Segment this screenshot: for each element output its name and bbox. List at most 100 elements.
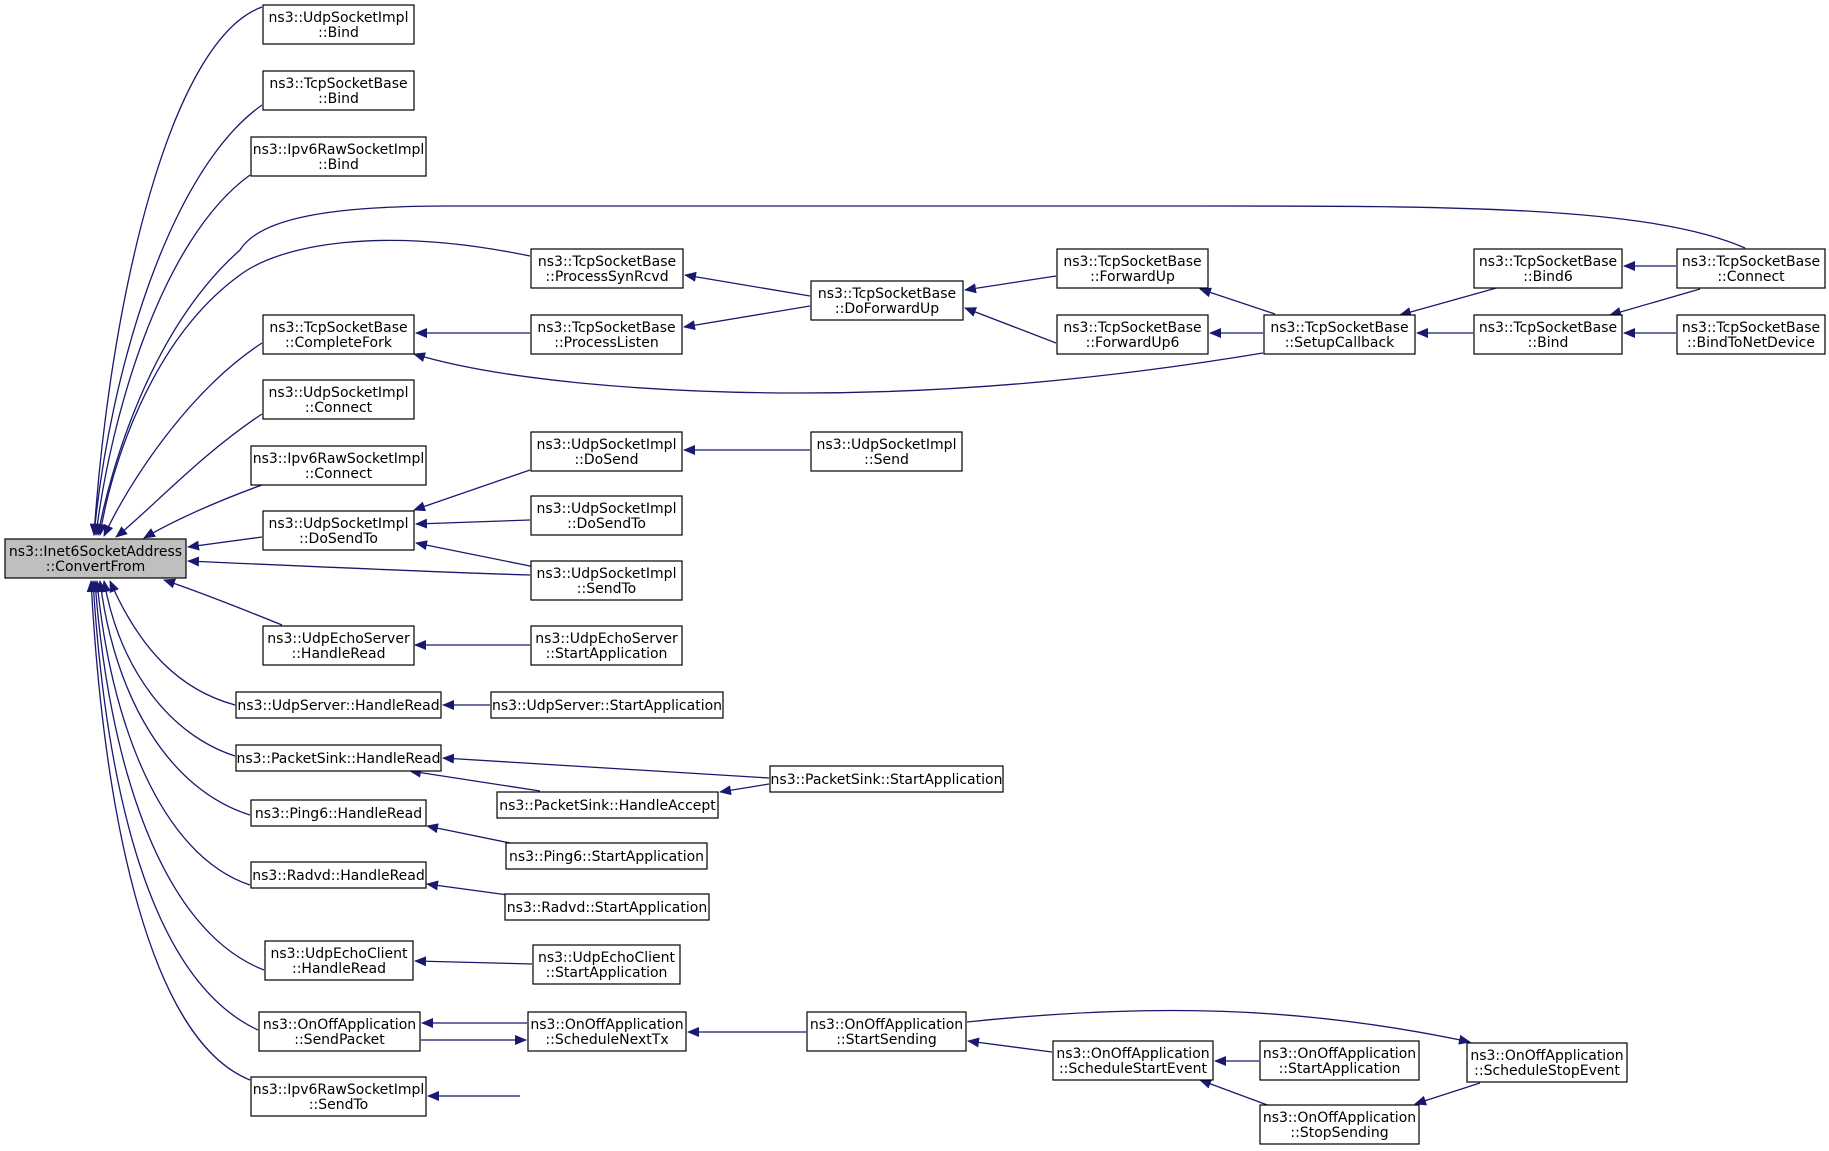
graph-node-n12[interactable]: ns3::UdpServer::HandleRead <box>235 691 442 719</box>
graph-node-n35[interactable]: ns3::Radvd::StartApplication <box>504 893 710 921</box>
graph-node-n28[interactable]: ns3::UdpSocketImpl::Send <box>810 431 963 472</box>
graph-node-n38[interactable]: ns3::OnOffApplication::StartSending <box>806 1011 967 1052</box>
graph-node-n27[interactable]: ns3::UdpSocketImpl::DoSend <box>530 431 683 472</box>
node-label-line: ns3::TcpSocketBase <box>537 320 675 336</box>
edge-n42-to-n41 <box>1414 1082 1481 1106</box>
node-box <box>530 560 683 601</box>
node-label-line: ns3::TcpSocketBase <box>1479 320 1617 336</box>
graph-node-n36[interactable]: ns3::UdpEchoClient::StartApplication <box>532 944 681 985</box>
node-label-line: ns3::UdpSocketImpl <box>537 501 677 517</box>
graph-node-n34[interactable]: ns3::Ping6::StartApplication <box>505 842 708 870</box>
edge-n22-to-n20 <box>964 307 1057 344</box>
edge-n32-to-n33 <box>719 783 770 796</box>
graph-node-n20[interactable]: ns3::TcpSocketBase::DoForwardUp <box>810 280 964 321</box>
graph-node-n11[interactable]: ns3::UdpEchoServer::HandleRead <box>262 625 415 666</box>
node-box <box>769 765 1004 793</box>
graph-node-n10[interactable]: ns3::UdpSocketImpl::SendTo <box>530 560 683 601</box>
graph-node-n30[interactable]: ns3::UdpEchoServer::StartApplication <box>530 625 683 666</box>
edge-n4-to-n0 <box>95 205 1746 536</box>
node-box <box>250 799 427 827</box>
graph-node-n9[interactable]: ns3::UdpSocketImpl::DoSendTo <box>262 510 415 551</box>
edge-n34-to-n14 <box>426 823 511 844</box>
graph-node-n26[interactable]: ns3::TcpSocketBase::BindToNetDevice <box>1676 314 1826 355</box>
node-label-line: ::StartApplication <box>1279 1061 1401 1077</box>
graph-node-n41[interactable]: ns3::OnOffApplication::StopSending <box>1259 1104 1420 1145</box>
graph-node-n5[interactable]: ns3::TcpSocketBase::ProcessSynRcvd <box>530 248 684 289</box>
node-label-line: ns3::UdpServer::HandleRead <box>237 698 439 714</box>
node-label-line: ::Bind <box>318 25 359 41</box>
node-box <box>262 314 415 355</box>
graph-node-n6[interactable]: ns3::TcpSocketBase::CompleteFork <box>262 314 415 355</box>
graph-node-n37[interactable]: ns3::OnOffApplication::ScheduleNextTx <box>527 1011 687 1052</box>
graph-node-n7[interactable]: ns3::UdpSocketImpl::Connect <box>262 379 415 420</box>
graph-node-n33[interactable]: ns3::PacketSink::HandleAccept <box>496 791 719 819</box>
graph-node-n8[interactable]: ns3::Ipv6RawSocketImpl::Connect <box>250 445 427 486</box>
node-label-line: ::Send <box>864 452 909 468</box>
edge-n17-to-n0 <box>88 580 259 1031</box>
graph-node-n4[interactable]: ns3::TcpSocketBase::Connect <box>1676 248 1826 289</box>
node-label-line: ns3::UdpServer::StartApplication <box>492 698 722 714</box>
node-box <box>1052 1040 1214 1081</box>
node-box <box>1473 314 1623 355</box>
node-box <box>527 1011 687 1052</box>
node-label-line: ::ConvertFrom <box>46 559 145 575</box>
node-label-line: ns3::UdpSocketImpl <box>537 566 677 582</box>
node-box <box>530 248 684 289</box>
edges-layer <box>86 6 1746 1107</box>
node-box <box>1263 314 1416 355</box>
edge-n23-to-n6 <box>413 352 1264 394</box>
edge-n6-to-n0 <box>103 342 263 537</box>
graph-node-n14[interactable]: ns3::Ping6::HandleRead <box>250 799 427 827</box>
graph-node-n0[interactable]: ns3::Inet6SocketAddress::ConvertFrom <box>4 538 187 579</box>
node-label-line: ns3::OnOffApplication <box>1470 1048 1623 1064</box>
node-box <box>1676 314 1826 355</box>
node-label-line: ::StartApplication <box>546 646 668 662</box>
node-label-line: ::SendTo <box>577 581 636 597</box>
graph-node-n24[interactable]: ns3::TcpSocketBase::Bind6 <box>1473 248 1623 289</box>
node-box <box>490 691 724 719</box>
graph-node-n3[interactable]: ns3::Ipv6RawSocketImpl::Bind <box>250 136 427 177</box>
node-label-line: ::Connect <box>305 400 373 416</box>
edge-n7-to-n0 <box>115 413 263 538</box>
edge-n3-to-n0 <box>92 174 251 536</box>
node-label-line: ns3::OnOffApplication <box>1263 1110 1416 1126</box>
graph-node-n17[interactable]: ns3::OnOffApplication::SendPacket <box>258 1011 421 1052</box>
graph-node-n1[interactable]: ns3::UdpSocketImpl::Bind <box>262 4 415 45</box>
node-label-line: ns3::UdpSocketImpl <box>269 10 409 26</box>
graph-node-n18[interactable]: ns3::Ipv6RawSocketImpl::SendTo <box>250 1076 427 1117</box>
node-label-line: ::DoSend <box>574 452 638 468</box>
graph-node-n2[interactable]: ns3::TcpSocketBase::Bind <box>262 70 415 111</box>
graph-node-n42[interactable]: ns3::OnOffApplication::ScheduleStopEvent <box>1466 1042 1628 1083</box>
node-label-line: ns3::Ipv6RawSocketImpl <box>253 142 425 158</box>
edge-n4-to-n25 <box>1609 288 1701 317</box>
node-box <box>496 791 719 819</box>
graph-node-n19[interactable]: ns3::TcpSocketBase::ProcessListen <box>530 314 683 355</box>
node-label-line: ::SetupCallback <box>1285 335 1395 351</box>
graph-node-n23[interactable]: ns3::TcpSocketBase::SetupCallback <box>1263 314 1416 355</box>
graph-node-n29[interactable]: ns3::UdpSocketImpl::DoSendTo <box>530 495 683 536</box>
graph-node-n40[interactable]: ns3::OnOffApplication::StartApplication <box>1259 1040 1420 1081</box>
graph-node-n13[interactable]: ns3::PacketSink::HandleRead <box>235 744 442 772</box>
graph-node-n16[interactable]: ns3::UdpEchoClient::HandleRead <box>264 940 414 981</box>
node-label-line: ns3::OnOffApplication <box>530 1017 683 1033</box>
node-label-line: ::Bind <box>318 91 359 107</box>
graph-node-n31[interactable]: ns3::UdpServer::StartApplication <box>490 691 724 719</box>
node-box <box>235 744 442 772</box>
graph-node-n15[interactable]: ns3::Radvd::HandleRead <box>250 861 427 889</box>
graph-node-n25[interactable]: ns3::TcpSocketBase::Bind <box>1473 314 1623 355</box>
node-label-line: ::ForwardUp <box>1090 269 1175 285</box>
graph-node-n32[interactable]: ns3::PacketSink::StartApplication <box>769 765 1004 793</box>
edge-n12-to-n0 <box>109 580 236 706</box>
node-label-line: ns3::OnOffApplication <box>810 1017 963 1033</box>
graph-node-n39[interactable]: ns3::OnOffApplication::ScheduleStartEven… <box>1052 1040 1214 1081</box>
node-label-line: ::DoSendTo <box>299 531 378 547</box>
node-label-line: ns3::Ping6::HandleRead <box>255 806 422 822</box>
node-box <box>262 70 415 111</box>
graph-node-n22[interactable]: ns3::TcpSocketBase::ForwardUp6 <box>1056 314 1209 355</box>
node-box <box>1056 314 1209 355</box>
nodes-layer: ns3::Inet6SocketAddress::ConvertFromns3:… <box>4 4 1826 1145</box>
node-box <box>532 944 681 985</box>
edge-n13-to-n0 <box>101 580 236 757</box>
graph-node-n21[interactable]: ns3::TcpSocketBase::ForwardUp <box>1056 248 1209 289</box>
